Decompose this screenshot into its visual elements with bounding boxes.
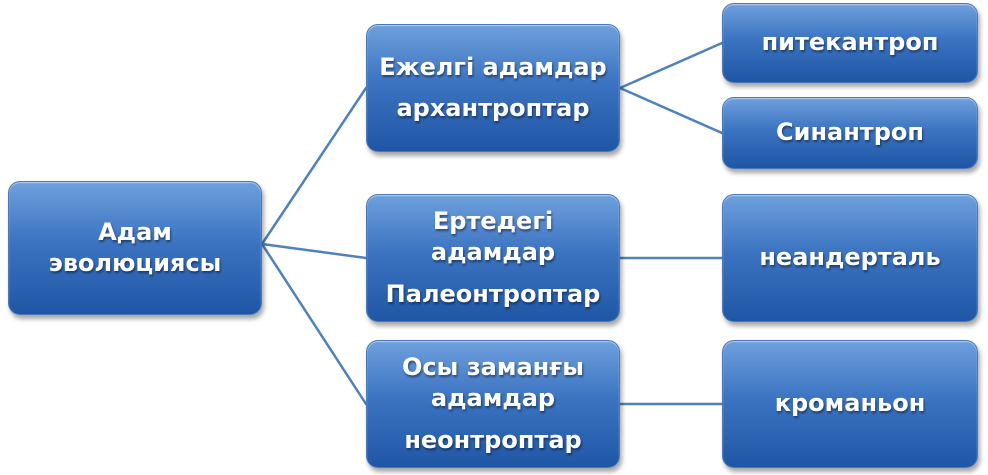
connector-root-to-early xyxy=(260,242,368,260)
node-neanderthal-label: неандерталь xyxy=(759,243,941,272)
node-ancient-people-line1: Ежелгі адамдар xyxy=(379,52,607,81)
connector-root-to-ancient xyxy=(260,86,368,246)
node-modern-people-line1: Осы заманғы xyxy=(402,353,584,382)
connector-root-to-modern xyxy=(260,242,368,406)
node-ancient-people: Ежелгі адамдар архантроптар xyxy=(366,24,620,152)
node-ancient-people-line2: архантроптар xyxy=(396,94,590,122)
node-early-people-line1: Ертедегі xyxy=(432,207,554,236)
node-pithecanthropus: питекантроп xyxy=(722,3,978,83)
node-early-people: Ертедегі адамдар Палеонтроптар xyxy=(366,194,620,322)
node-early-people-line2: адамдар xyxy=(430,238,556,267)
node-modern-people: Осы заманғы адамдар неонтроптар xyxy=(366,340,620,468)
node-sinanthropus-label: Синантроп xyxy=(776,118,924,147)
node-sinanthropus: Синантроп xyxy=(722,97,978,169)
node-neanderthal: неандерталь xyxy=(722,194,978,322)
connector-ancient-to-sinanthropus xyxy=(618,86,724,135)
node-cromagnon-label: кроманьон xyxy=(774,389,926,418)
node-human-evolution-line1: Адам xyxy=(98,217,172,246)
node-human-evolution-line2: эволюциясы xyxy=(48,249,222,277)
connector-ancient-to-pithecanthropus xyxy=(618,41,724,90)
node-early-people-line3: Палеонтроптар xyxy=(385,279,601,308)
node-modern-people-line2: адамдар xyxy=(430,384,556,413)
node-modern-people-line3: неонтроптар xyxy=(404,425,582,454)
node-pithecanthropus-label: питекантроп xyxy=(761,28,939,57)
node-cromagnon: кроманьон xyxy=(722,340,978,468)
node-human-evolution: Адам эволюциясы xyxy=(8,181,262,315)
